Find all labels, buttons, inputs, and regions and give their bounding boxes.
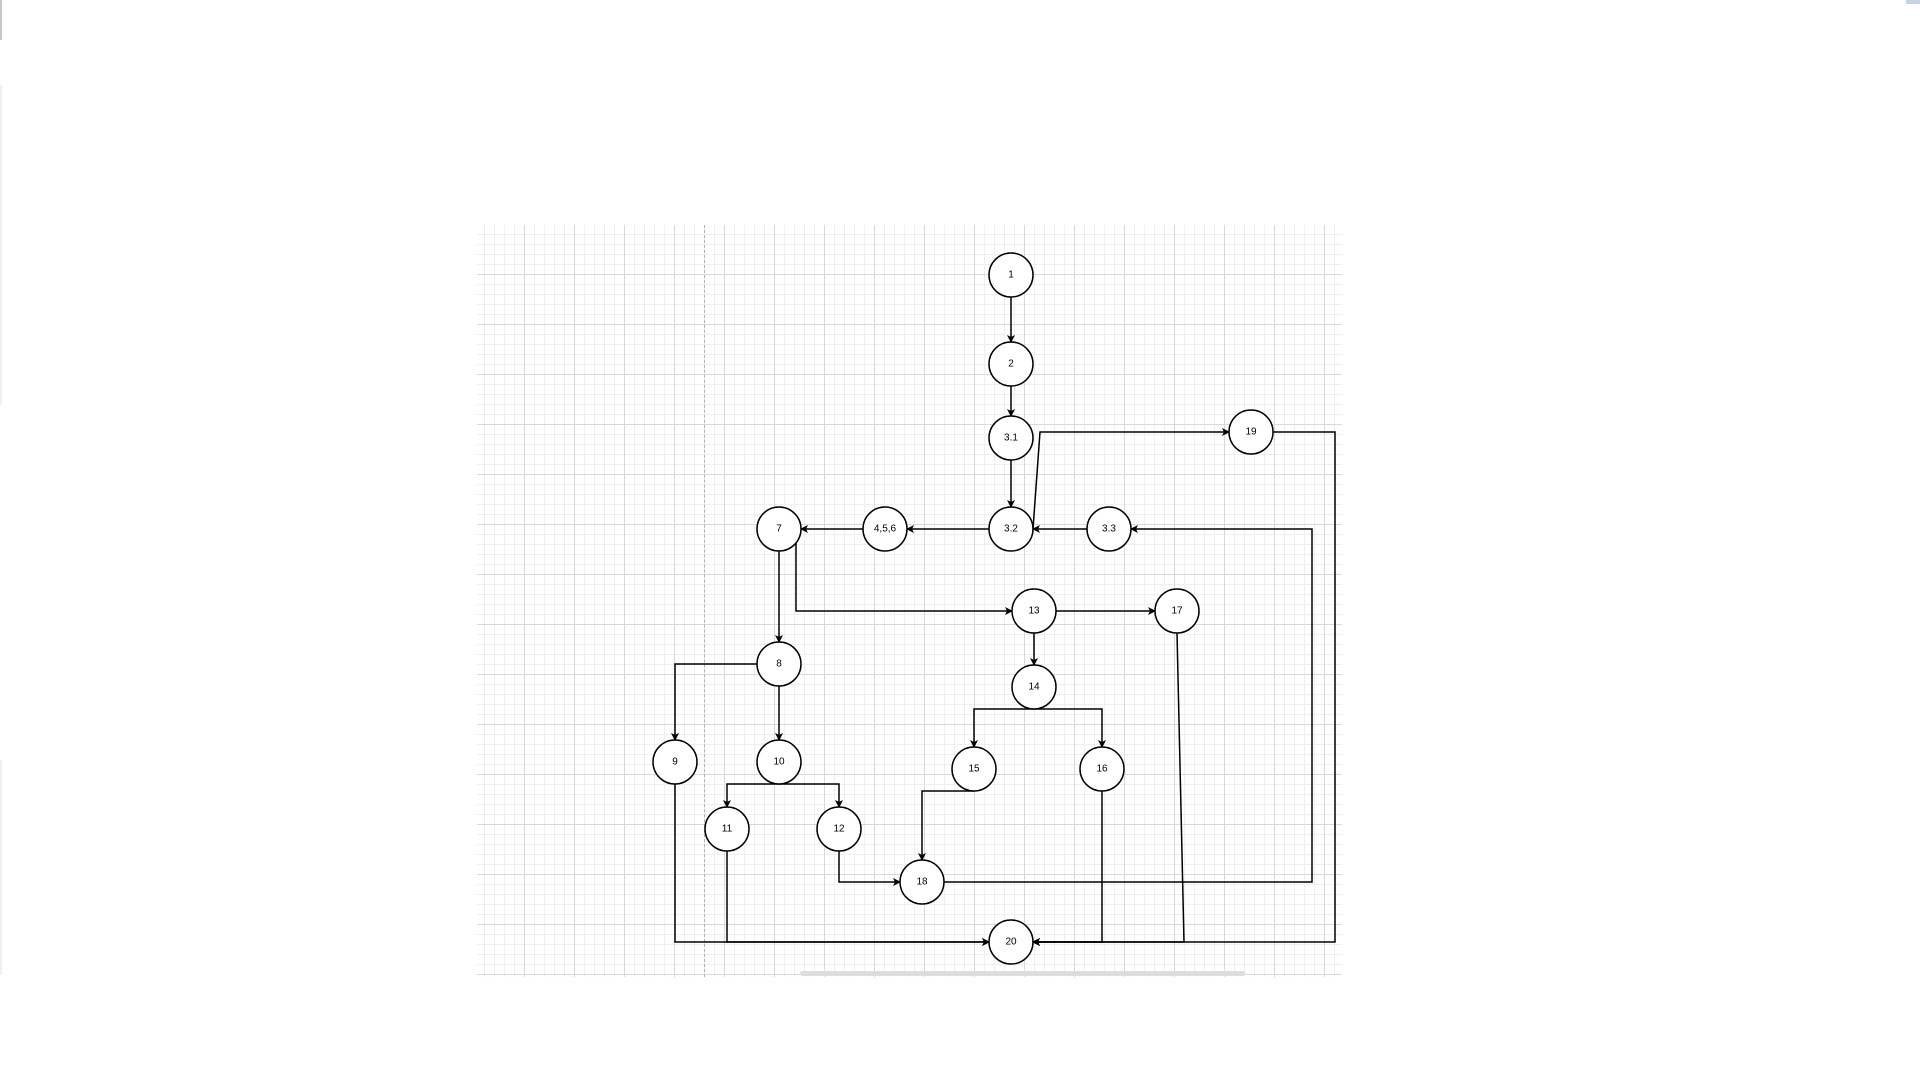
- horizontal-scrollbar[interactable]: [800, 971, 1245, 976]
- node-456[interactable]: 4,5,6: [862, 506, 908, 552]
- node-label: 13: [1028, 606, 1040, 617]
- node-15[interactable]: 15: [951, 746, 997, 792]
- node-label: 2: [1008, 359, 1014, 370]
- node-circle[interactable]: [816, 806, 862, 852]
- node-20[interactable]: 20: [988, 919, 1034, 965]
- page-break-line: [704, 225, 705, 977]
- edge-n10-n12[interactable]: [779, 783, 843, 808]
- node-circle[interactable]: [652, 739, 698, 785]
- node-circle[interactable]: [704, 806, 750, 852]
- edge-n15-n18[interactable]: [918, 790, 974, 861]
- edge-n16-n20[interactable]: [1032, 791, 1103, 946]
- left-edge-mark: [0, 760, 2, 975]
- node-9[interactable]: 9: [652, 739, 698, 785]
- node-label: 18: [916, 877, 928, 888]
- node-circle[interactable]: [951, 746, 997, 792]
- node-circle[interactable]: [1011, 664, 1057, 710]
- node-13[interactable]: 13: [1011, 588, 1057, 634]
- node-label: 4,5,6: [874, 524, 897, 535]
- node-label: 1: [1008, 270, 1014, 281]
- left-edge-mark: [0, 85, 2, 405]
- node-circle[interactable]: [756, 506, 802, 552]
- node-label: 3.3: [1102, 524, 1116, 535]
- node-32[interactable]: 3.2: [988, 506, 1034, 552]
- node-10[interactable]: 10: [756, 739, 802, 785]
- node-14[interactable]: 14: [1011, 664, 1057, 710]
- node-label: 14: [1028, 682, 1040, 693]
- node-31[interactable]: 3.1: [988, 415, 1034, 461]
- node-label: 8: [776, 659, 782, 670]
- node-label: 10: [773, 757, 785, 768]
- node-circle[interactable]: [899, 859, 945, 905]
- edge-n32-n19[interactable]: [1032, 428, 1230, 530]
- node-circle[interactable]: [988, 341, 1034, 387]
- left-edge-mark: [0, 0, 2, 40]
- edge-n18-n33[interactable]: [944, 525, 1313, 883]
- edge-n11-n20[interactable]: [726, 851, 990, 946]
- node-12[interactable]: 12: [816, 806, 862, 852]
- node-18[interactable]: 18: [899, 859, 945, 905]
- node-label: 15: [968, 764, 980, 775]
- node-33[interactable]: 3.3: [1086, 506, 1132, 552]
- edge-n14-n15[interactable]: [970, 708, 1034, 748]
- node-16[interactable]: 16: [1079, 746, 1125, 792]
- node-circle[interactable]: [1079, 746, 1125, 792]
- node-17[interactable]: 17: [1154, 588, 1200, 634]
- node-label: 7: [776, 524, 782, 535]
- node-circle[interactable]: [756, 641, 802, 687]
- node-8[interactable]: 8: [756, 641, 802, 687]
- node-circle[interactable]: [862, 506, 908, 552]
- edge-n8-n9[interactable]: [671, 663, 757, 741]
- node-circle[interactable]: [1228, 409, 1274, 455]
- corner-indicator: [1906, 0, 1920, 4]
- node-label: 20: [1005, 937, 1017, 948]
- diagram-canvas[interactable]: [477, 225, 1342, 977]
- edge-n10-n11[interactable]: [723, 783, 779, 808]
- node-circle[interactable]: [988, 252, 1034, 298]
- edge-n19-n20[interactable]: [1032, 431, 1336, 946]
- node-19[interactable]: 19: [1228, 409, 1274, 455]
- node-circle[interactable]: [1086, 506, 1132, 552]
- node-circle[interactable]: [988, 506, 1034, 552]
- node-1[interactable]: 1: [988, 252, 1034, 298]
- node-label: 3.2: [1004, 524, 1018, 535]
- edge-n7-n13[interactable]: [795, 543, 1013, 615]
- edge-n14-n16[interactable]: [1034, 708, 1106, 748]
- node-circle[interactable]: [1011, 588, 1057, 634]
- node-circle[interactable]: [988, 415, 1034, 461]
- node-circle[interactable]: [988, 919, 1034, 965]
- node-label: 11: [722, 824, 733, 835]
- node-circle[interactable]: [756, 739, 802, 785]
- node-11[interactable]: 11: [704, 806, 750, 852]
- node-label: 16: [1096, 764, 1108, 775]
- node-label: 12: [833, 824, 845, 835]
- node-7[interactable]: 7: [756, 506, 802, 552]
- node-label: 9: [672, 757, 678, 768]
- edges-layer: [671, 297, 1336, 946]
- node-2[interactable]: 2: [988, 341, 1034, 387]
- node-label: 3.1: [1004, 433, 1018, 444]
- node-label: 17: [1171, 606, 1183, 617]
- edge-n12-n18[interactable]: [838, 851, 901, 886]
- node-circle[interactable]: [1154, 588, 1200, 634]
- node-label: 19: [1245, 427, 1257, 438]
